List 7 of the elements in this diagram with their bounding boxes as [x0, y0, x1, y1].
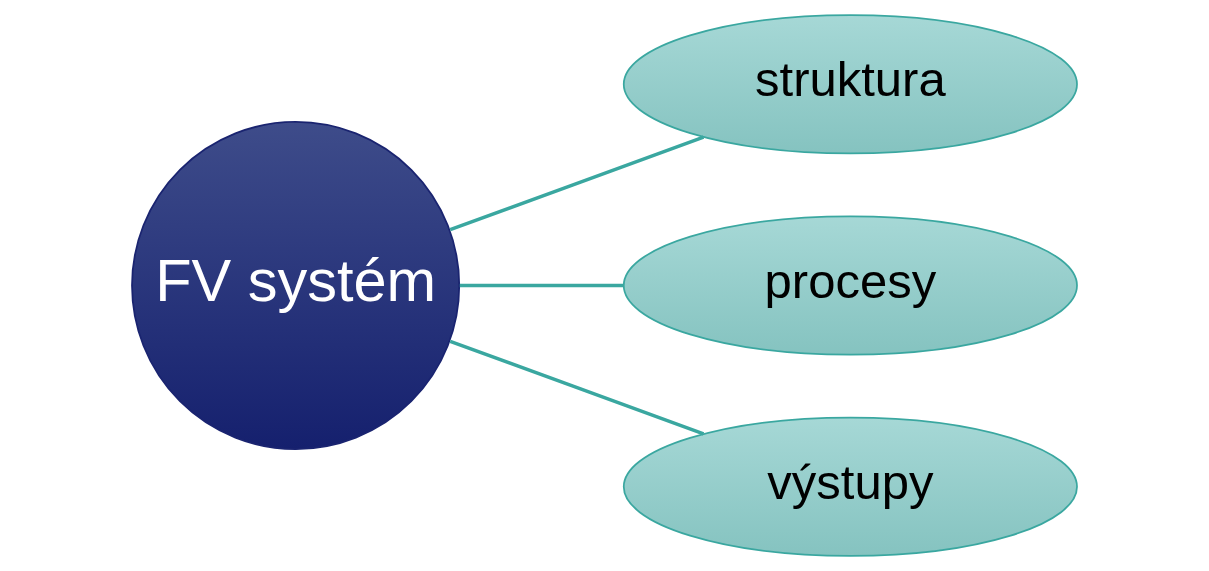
connector [449, 339, 705, 436]
node-ellipse: výstupy [622, 416, 1078, 557]
connector [459, 283, 624, 288]
node-circle: FV systém [131, 121, 461, 450]
node-ellipse: procesy [622, 215, 1078, 356]
node-ellipse: struktura [622, 14, 1078, 155]
connector [449, 135, 705, 232]
